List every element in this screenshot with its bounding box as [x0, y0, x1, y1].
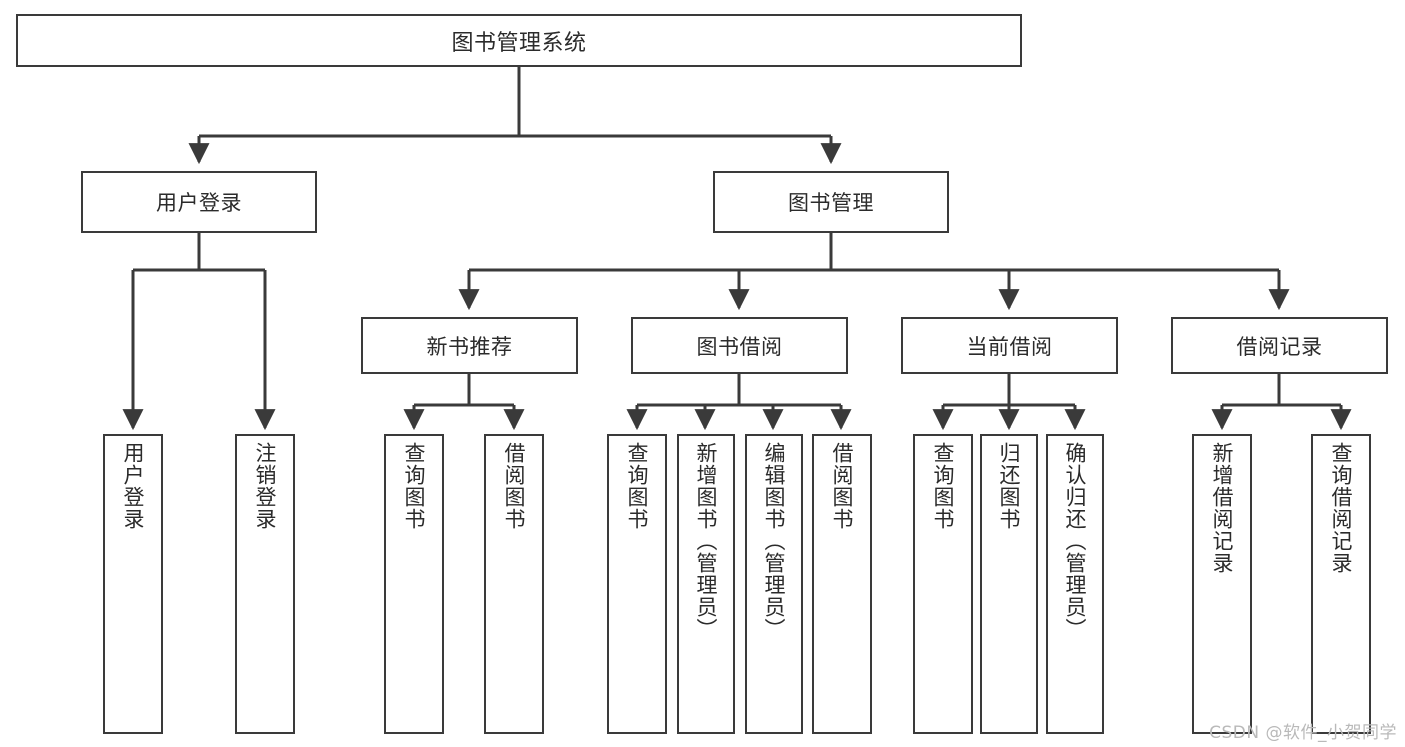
node-leaf-query-record-label: 查询借阅记录 — [1329, 442, 1354, 574]
node-leaf-return-book[interactable]: 归还图书 — [980, 434, 1038, 734]
node-leaf-borrow-book-1-label: 借阅图书 — [502, 442, 527, 530]
node-book-borrow-label: 图书借阅 — [696, 334, 783, 359]
node-leaf-borrow-book-2[interactable]: 借阅图书 — [812, 434, 872, 734]
node-current-borrow-label: 当前借阅 — [966, 334, 1053, 359]
node-root[interactable]: 图书管理系统 — [16, 14, 1022, 67]
node-leaf-query-book-1-label: 查询图书 — [402, 442, 427, 530]
node-leaf-query-record[interactable]: 查询借阅记录 — [1311, 434, 1371, 734]
node-leaf-edit-book[interactable]: 编辑图书（管理员） — [745, 434, 803, 734]
node-leaf-borrow-book-1[interactable]: 借阅图书 — [484, 434, 544, 734]
node-leaf-user-login-label: 用户登录 — [121, 442, 146, 530]
node-new-book-recommend[interactable]: 新书推荐 — [361, 317, 578, 374]
node-leaf-add-record-label: 新增借阅记录 — [1210, 442, 1235, 574]
node-leaf-logout-login-label: 注销登录 — [253, 442, 278, 530]
node-book-borrow[interactable]: 图书借阅 — [631, 317, 848, 374]
node-user-login[interactable]: 用户登录 — [81, 171, 317, 233]
node-leaf-logout-login[interactable]: 注销登录 — [235, 434, 295, 734]
node-book-manage[interactable]: 图书管理 — [713, 171, 949, 233]
node-leaf-query-book-2[interactable]: 查询图书 — [607, 434, 667, 734]
node-leaf-add-record[interactable]: 新增借阅记录 — [1192, 434, 1252, 734]
node-leaf-edit-book-label: 编辑图书（管理员） — [762, 442, 787, 640]
node-root-label: 图书管理系统 — [451, 30, 587, 56]
node-leaf-query-book-2-label: 查询图书 — [625, 442, 650, 530]
node-leaf-add-book-label: 新增图书（管理员） — [694, 442, 719, 640]
node-leaf-confirm-return-label: 确认归还（管理员） — [1063, 442, 1088, 640]
node-borrow-record-label: 借阅记录 — [1236, 334, 1323, 359]
node-user-login-label: 用户登录 — [156, 191, 242, 215]
watermark: CSDN @软件_小贺同学 — [1209, 723, 1397, 743]
node-leaf-query-book-3[interactable]: 查询图书 — [913, 434, 973, 734]
node-current-borrow[interactable]: 当前借阅 — [901, 317, 1118, 374]
node-leaf-confirm-return[interactable]: 确认归还（管理员） — [1046, 434, 1104, 734]
node-new-book-recommend-label: 新书推荐 — [426, 334, 513, 359]
node-book-manage-label: 图书管理 — [788, 191, 874, 215]
node-leaf-return-book-label: 归还图书 — [997, 442, 1022, 530]
node-leaf-query-book-3-label: 查询图书 — [931, 442, 956, 530]
node-borrow-record[interactable]: 借阅记录 — [1171, 317, 1388, 374]
node-leaf-user-login[interactable]: 用户登录 — [103, 434, 163, 734]
node-leaf-query-book-1[interactable]: 查询图书 — [384, 434, 444, 734]
node-leaf-borrow-book-2-label: 借阅图书 — [830, 442, 855, 530]
node-leaf-add-book[interactable]: 新增图书（管理员） — [677, 434, 735, 734]
